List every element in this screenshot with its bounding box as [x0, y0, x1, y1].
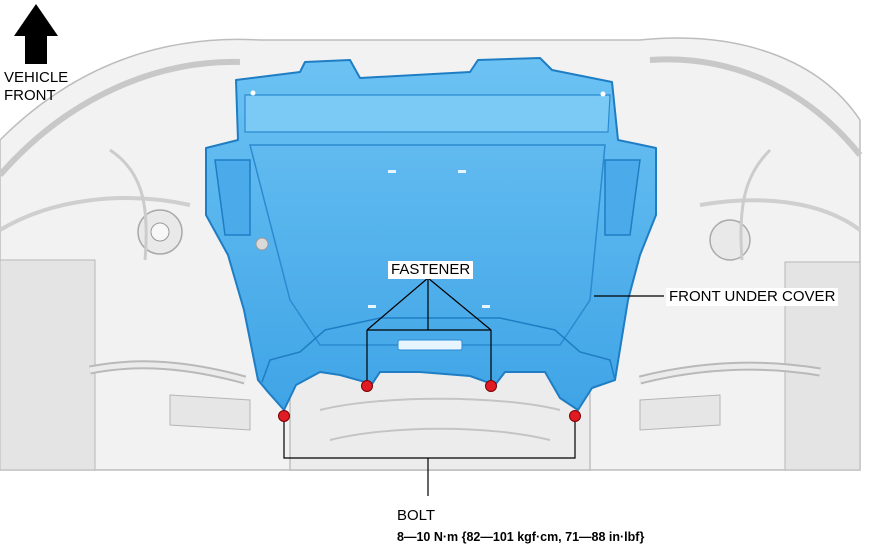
- front-under-cover-label: FRONT UNDER COVER: [666, 288, 839, 306]
- leader-lines: [283, 277, 664, 496]
- front-under-cover: [205, 57, 657, 411]
- bolt-markers: [278, 410, 581, 422]
- vehicle-front-label-line2: FRONT: [4, 87, 56, 104]
- bolt-marker-left: [278, 410, 290, 422]
- fastener-marker-left: [361, 380, 373, 392]
- bolt-marker-right: [569, 410, 581, 422]
- vehicle-front-label-line1: VEHICLE: [4, 69, 69, 86]
- fastener-marker-right: [485, 380, 497, 392]
- fastener-label: FASTENER: [388, 261, 474, 279]
- fastener-markers: [361, 380, 497, 392]
- torque-spec-label: 8—10 N·m {82—101 kgf·cm, 71—88 in·lbf}: [397, 530, 645, 544]
- up-arrow-icon: [14, 4, 58, 64]
- cover-body: [205, 57, 657, 411]
- bolt-label: BOLT: [397, 507, 436, 524]
